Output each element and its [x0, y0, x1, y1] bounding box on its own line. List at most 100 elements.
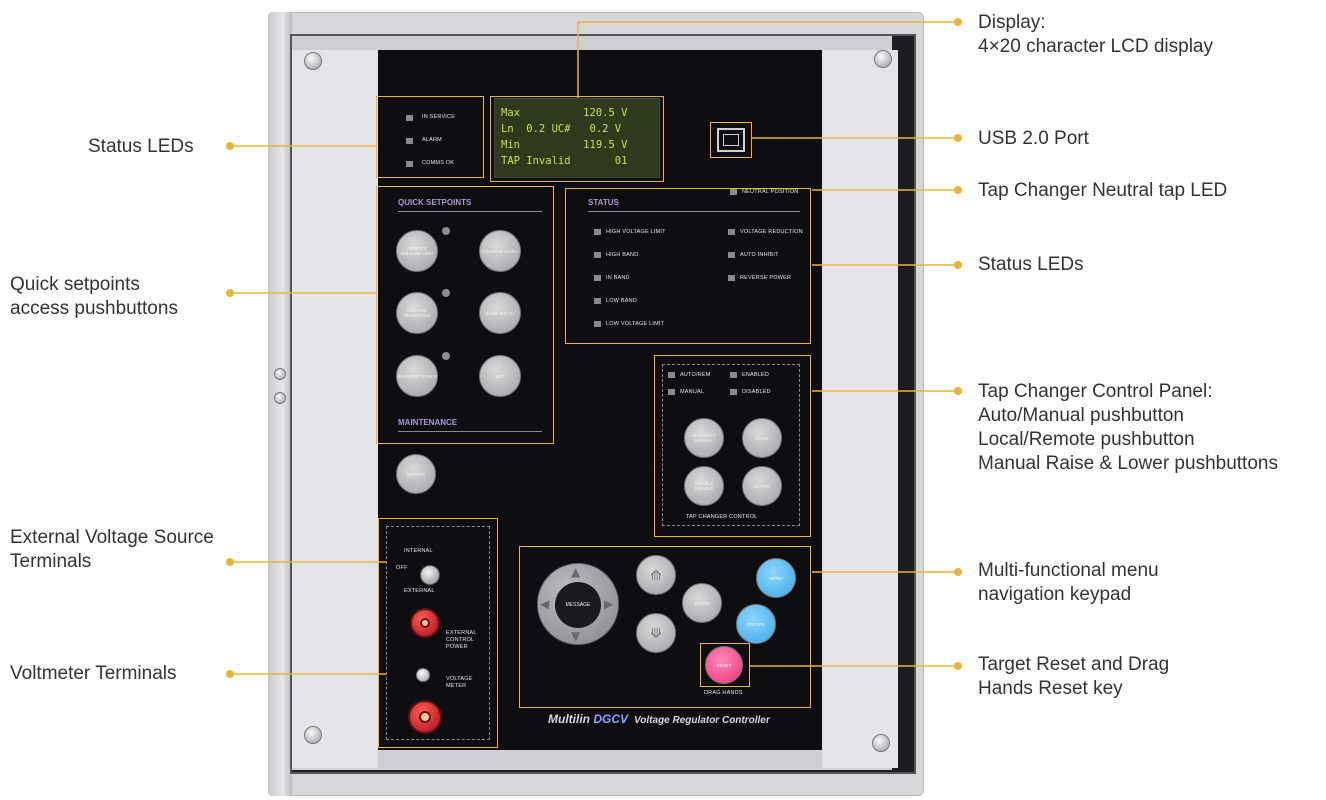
button-label: MESSAGE	[565, 602, 591, 608]
led-alarm	[406, 138, 413, 144]
led-neutral-position	[730, 189, 737, 195]
callout-text: Multi-functional menu	[978, 560, 1159, 581]
callout-text: Quick setpoints	[10, 274, 140, 295]
callout-display: Display: 4×20 character LCD display	[978, 11, 1213, 59]
brand-name: Multilin	[548, 712, 594, 726]
tap-changer-title: TAP CHANGER CONTROL	[686, 514, 758, 520]
quick-setpoints-box	[376, 186, 554, 444]
callout-dot-icon	[954, 387, 962, 395]
callout-text: Target Reset and Drag	[978, 654, 1170, 675]
led-comms-ok	[406, 161, 413, 167]
callout-text: navigation keypad	[978, 584, 1132, 605]
button-label: BAND WIDTH	[485, 310, 515, 316]
button-label: VOLTAGE LEVEL	[482, 248, 518, 254]
led-disabled	[730, 389, 737, 395]
callout-status-leds-left: Status LEDs	[88, 135, 194, 159]
voltmeter-terminal[interactable]	[408, 700, 442, 734]
bezel-top	[292, 36, 892, 52]
led-label: COMMS OK	[422, 160, 455, 166]
quick-led	[442, 227, 450, 235]
callout-dot-icon	[954, 18, 962, 26]
callout-dot-icon	[954, 261, 962, 269]
callout-text: Auto/Manual pushbutton	[978, 405, 1184, 426]
page-down-icon: ⟱	[650, 624, 662, 641]
callout-dot-icon	[954, 568, 962, 576]
led-label: DISABLED	[742, 389, 771, 395]
ground-terminal-icon[interactable]	[416, 668, 430, 682]
bezel-left	[292, 50, 378, 768]
callout-text: access pushbuttons	[10, 298, 178, 319]
raise-button[interactable]: RAISE	[742, 418, 782, 458]
quick-button-voltage-reduction[interactable]: VOLTAGE REDUCTION	[396, 292, 438, 334]
message-button[interactable]: MESSAGE	[555, 582, 601, 628]
auto-manual-button[interactable]: AUTO/MAN MANUAL	[684, 418, 724, 458]
brand-subtitle: Voltage Regulator Controller	[634, 715, 770, 726]
lcd-line: Ln 0.2 UC# 0.2 V	[501, 123, 622, 135]
external-label: EXTERNAL	[404, 588, 435, 594]
led-label: REVERSE POWER	[740, 275, 792, 281]
status-title: STATUS	[588, 198, 619, 207]
led-label: HIGH VOLTAGE LIMIT	[606, 229, 666, 235]
led-label: MANUAL	[680, 389, 705, 395]
quick-setpoints-title: QUICK SETPOINTS	[398, 198, 472, 207]
arrow-up-icon[interactable]: ▲	[571, 565, 581, 579]
tap-changer-box	[654, 355, 811, 537]
menu-button[interactable]: MENU	[756, 558, 796, 598]
led-status	[728, 275, 735, 281]
terminals-box	[378, 518, 498, 748]
callout-text: 4×20 character LCD display	[978, 36, 1213, 57]
led-status	[594, 298, 601, 304]
lcd-box	[490, 96, 664, 182]
arrow-down-icon[interactable]: ▼	[571, 629, 581, 643]
bypass-button[interactable]: BYPASS	[396, 454, 436, 494]
lower-button[interactable]: LOWER	[742, 466, 782, 506]
led-status	[594, 229, 601, 235]
brand-logo: Multilin DGCV Voltage Regulator Controlle…	[548, 712, 770, 726]
callout-usb: USB 2.0 Port	[978, 127, 1089, 151]
callout-text: Status LEDs	[978, 254, 1084, 275]
callout-text: Voltmeter Terminals	[10, 663, 177, 684]
usb-port-socket	[723, 134, 739, 146]
page-up-button[interactable]: ⟰	[636, 555, 676, 595]
screw-icon	[304, 726, 322, 744]
callout-text: Manual Raise & Lower pushbuttons	[978, 453, 1278, 474]
reset-box	[700, 643, 750, 687]
button-label: RAISE	[755, 435, 769, 441]
quick-button-reverse-power[interactable]: REVERSE POWER	[396, 355, 438, 397]
enter-button[interactable]: ENTER	[682, 583, 722, 623]
callout-text: Local/Remote pushbutton	[978, 429, 1195, 450]
arrow-right-icon[interactable]: ▶	[604, 597, 614, 611]
brand-model: DGCV	[593, 712, 628, 726]
callout-dot-icon	[226, 142, 234, 150]
led-manual	[668, 389, 675, 395]
quick-button-voltage-level[interactable]: VOLTAGE LEVEL	[479, 230, 521, 272]
divider	[398, 431, 542, 432]
reset-button[interactable]: RESET	[705, 646, 743, 684]
divider	[588, 211, 800, 212]
quick-button-band-width[interactable]: BAND WIDTH	[479, 292, 521, 334]
callout-neutral-tap: Tap Changer Neutral tap LED	[978, 179, 1227, 203]
led-status	[594, 275, 601, 281]
off-label: OFF	[396, 565, 408, 571]
led-label: VOLTAGE REDUCTION	[740, 229, 803, 235]
bezel-bottom	[292, 748, 892, 770]
page-down-button[interactable]: ⟱	[636, 613, 676, 653]
led-status	[728, 252, 735, 258]
quick-button-ldc[interactable]: LDC	[479, 355, 521, 397]
divider	[398, 211, 542, 212]
callout-voltmeter: Voltmeter Terminals	[10, 662, 177, 686]
lcd-line: TAP Invalid 01	[501, 155, 628, 167]
quick-led	[442, 289, 450, 297]
quick-button-remote-voltage[interactable]: REMOTE VOLTAGE LIMIT	[396, 230, 438, 272]
voltage-source-toggle[interactable]	[420, 565, 440, 585]
enclosure-door-hinge	[268, 12, 292, 796]
keypad-box	[519, 546, 811, 708]
enable-disable-button[interactable]: ENABLE DISABLE	[684, 466, 724, 506]
lcd-line: Min 119.5 V	[501, 139, 628, 151]
arrow-left-icon[interactable]: ◀	[540, 597, 550, 611]
status-leds-left-box	[376, 96, 484, 178]
usb-port-icon[interactable]	[717, 128, 745, 152]
led-label: IN SERVICE	[422, 114, 456, 120]
escape-button[interactable]: ESCAPE	[736, 604, 776, 644]
